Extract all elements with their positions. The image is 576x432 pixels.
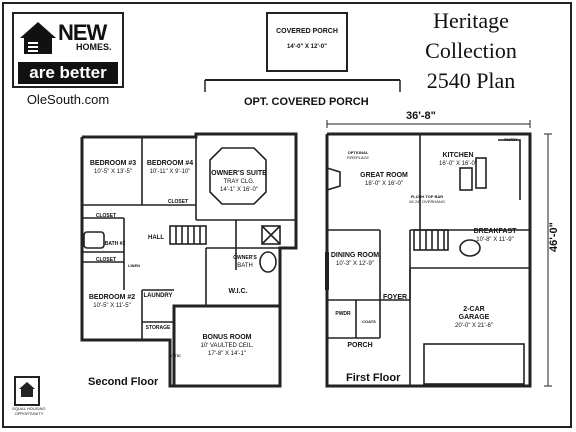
room-bonus-dims: 17'-8" X 14'-1" (208, 351, 246, 357)
title-line-1: Heritage (433, 8, 509, 33)
room-bedroom-4-dims: 10'-11" X 9'-10" (149, 169, 191, 175)
room-pantry: PNTRY (504, 137, 518, 142)
first-floor-label: First Floor (346, 372, 401, 384)
eho-text-1: EQUAL HOUSING (12, 406, 46, 411)
room-kitchen-dims: 16'-0" X 16'-0" (439, 161, 477, 167)
room-breakfast-name: BREAKFAST (473, 228, 517, 235)
room-foyer: FOYER (382, 294, 408, 301)
room-owners-suite-name: OWNER'S SUITE (211, 170, 267, 177)
room-kitchen-name: KITCHEN (442, 152, 474, 159)
second-floor-label: Second Floor (88, 376, 159, 388)
eho-house-icon (21, 389, 33, 397)
house-icon (20, 22, 56, 54)
room-powder: PWDR (335, 311, 351, 317)
room-owners-suite-dims: 14'-1" X 16'-0" (220, 187, 258, 193)
room-fireplace-name-2: FIREPLACE (346, 155, 370, 160)
room-owners-suite-note: TRAY CLG. (223, 179, 255, 185)
title-line-3: 2540 Plan (426, 68, 516, 93)
optional-porch-dims: 14'-0" X 12'-0" (287, 44, 327, 50)
logo-url[interactable]: OleSouth.com (26, 92, 110, 107)
room-breakfast: BREAKFAST 10'-8" X 11'-9" (466, 228, 524, 244)
company-logo[interactable]: NEW HOMES. are better OleSouth.com (12, 12, 124, 110)
room-flush-bar: FLUSH TOP BAR W/ 24" OVERHANG (400, 194, 454, 204)
room-great-room-dims: 18'-0" X 16'-0" (365, 181, 403, 187)
room-bonus-name: BONUS ROOM (202, 334, 252, 341)
room-porch: PORCH (347, 342, 373, 349)
room-coats: COATS (362, 319, 376, 324)
room-garage: 2-CAR GARAGE 20'-0" X 21'-6" (434, 306, 514, 330)
room-bedroom-2: BEDROOM #2 10'-5" X 11'-5" (84, 294, 140, 310)
equal-housing-logo (14, 376, 40, 406)
room-linen: LINEN (128, 263, 140, 268)
room-owners-suite: OWNER'S SUITE TRAY CLG. 14'-1" X 16'-0" (206, 170, 272, 194)
room-attic: ATTIC (169, 353, 181, 358)
room-bedroom-4-name: BEDROOM #4 (146, 160, 194, 167)
room-great-room: GREAT ROOM 18'-0" X 16'-0" (352, 172, 416, 188)
room-bonus-note: 10' VAULTED CEIL. (200, 343, 254, 349)
room-bedroom-2-dims: 10'-5" X 11'-5" (93, 303, 131, 309)
room-dining-name: DINING ROOM (330, 252, 380, 259)
room-bath-2: BATH #2 (104, 241, 126, 247)
page-border (2, 2, 572, 428)
room-bedroom-2-name: BEDROOM #2 (88, 294, 136, 301)
room-garage-dims: 20'-0" X 21'-6" (455, 323, 493, 329)
room-hall: HALL (148, 235, 164, 241)
logo-new-text: NEW (58, 20, 107, 45)
room-flush-bar-name-2: W/ 24" OVERHANG (409, 199, 445, 204)
room-closet-1: CLOSET (95, 213, 117, 219)
room-bedroom-3-dims: 10'-5" X 13'-5" (94, 169, 132, 175)
eho-text-2: OPPORTUNITY (14, 411, 44, 416)
optional-porch-caption: OPT. COVERED PORCH (244, 96, 369, 108)
room-storage: STORAGE (145, 325, 171, 331)
width-dimension: 36'-8" (406, 110, 436, 122)
room-wic: W.I.C. (228, 288, 248, 295)
room-fireplace-name: OPTIONAL (347, 150, 369, 155)
optional-porch-outline (266, 12, 348, 72)
optional-porch-label: COVERED PORCH (276, 28, 338, 35)
room-kitchen: KITCHEN 16'-0" X 16'-0" (428, 152, 488, 168)
room-laundry: LAUNDRY (143, 293, 173, 299)
room-fireplace: OPTIONAL FIREPLACE (338, 150, 378, 160)
plan-title: Heritage Collection 2540 Plan (396, 6, 546, 96)
depth-dimension: 46'-0" (548, 222, 560, 252)
room-dining-dims: 10'-3" X 12'-9" (336, 261, 374, 267)
room-flush-bar-name: FLUSH TOP BAR (410, 194, 444, 199)
eho-roof-icon (19, 382, 35, 389)
room-bedroom-3: BEDROOM #3 10'-5" X 13'-5" (84, 160, 142, 176)
room-great-room-name: GREAT ROOM (360, 172, 408, 179)
room-owners-bath-name: OWNER'S (233, 255, 257, 261)
room-closet-3: CLOSET (95, 257, 117, 263)
room-owners-bath: OWNER'S BATH (230, 254, 260, 270)
room-owners-bath-name-2: BATH (237, 263, 253, 269)
room-bonus: BONUS ROOM 10' VAULTED CEIL. 17'-8" X 14… (192, 334, 262, 358)
room-breakfast-dims: 10'-8" X 11'-9" (476, 237, 514, 243)
room-garage-name-2: GARAGE (458, 314, 490, 321)
logo-box: NEW HOMES. are better (12, 12, 124, 88)
logo-tagline: are better (18, 62, 118, 84)
room-closet-2: CLOSET (167, 199, 189, 205)
room-bedroom-4: BEDROOM #4 10'-11" X 9'-10" (142, 160, 198, 176)
title-line-2: Collection (425, 38, 517, 63)
room-garage-name: 2-CAR (463, 306, 485, 313)
room-dining: DINING ROOM 10'-3" X 12'-9" (330, 252, 380, 268)
logo-homes-text: HOMES. (76, 42, 112, 52)
room-bedroom-3-name: BEDROOM #3 (89, 160, 137, 167)
equal-housing-text: EQUAL HOUSING OPPORTUNITY (12, 406, 46, 416)
